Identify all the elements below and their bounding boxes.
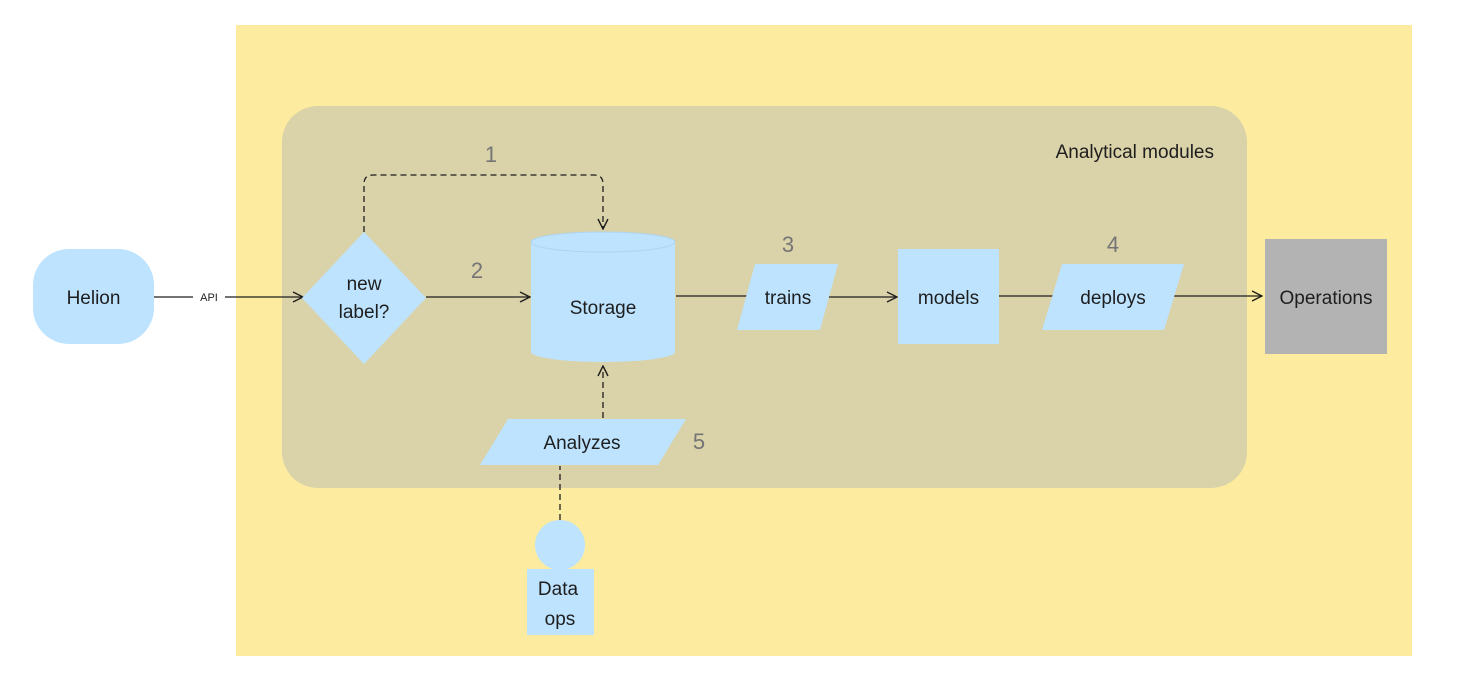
step-number-2: 2: [471, 258, 483, 283]
step-number-4: 4: [1107, 232, 1119, 257]
analyzes-node[interactable]: Analyzes: [480, 419, 686, 465]
edge-decision-to-storage-loop: [363, 174, 603, 232]
storage-node[interactable]: Storage: [530, 231, 676, 362]
deploys-label: deploys: [1080, 288, 1146, 309]
operations-label: Operations: [1280, 288, 1373, 309]
deploys-node[interactable]: deploys: [1042, 264, 1184, 330]
trains-node[interactable]: trains: [737, 264, 838, 330]
edge-label-api: API: [200, 292, 218, 304]
step-number-1: 1: [485, 142, 497, 167]
data-ops-label-line1: Data: [538, 579, 579, 600]
storage-label: Storage: [570, 298, 637, 319]
step-number-3: 3: [782, 232, 794, 257]
decision-label-line2: label?: [339, 302, 390, 323]
data-ops-label-line2: ops: [545, 609, 576, 630]
models-label: models: [918, 288, 979, 309]
data-ops-actor[interactable]: Data ops: [527, 520, 594, 635]
operations-node[interactable]: Operations: [1265, 239, 1387, 354]
decision-label-line1: new: [347, 274, 382, 295]
helion-node[interactable]: Helion: [33, 249, 154, 344]
actor-head-icon: [535, 520, 585, 570]
step-number-5: 5: [693, 429, 705, 454]
analytical-modules-title: Analytical modules: [1056, 142, 1214, 163]
decision-node-new-label[interactable]: new label?: [302, 232, 426, 364]
helion-label: Helion: [67, 288, 121, 309]
trains-label: trains: [765, 288, 811, 309]
analyzes-label: Analyzes: [543, 433, 620, 454]
models-node[interactable]: models: [898, 249, 999, 344]
